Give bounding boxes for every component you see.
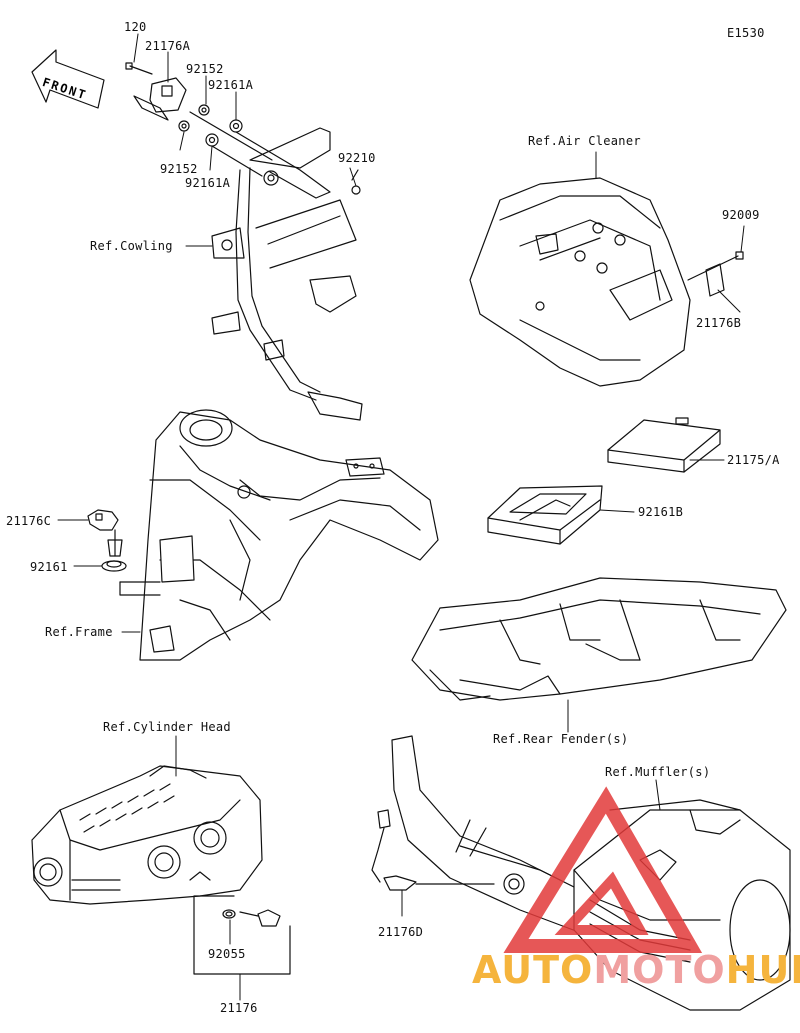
label-92210: 92210 — [338, 151, 376, 165]
ecu-unit — [607, 417, 721, 473]
label-92161a-bottom: 92161A — [185, 176, 231, 190]
label-92161a-top: 92161A — [208, 78, 254, 92]
label-92152-bottom: 92152 — [160, 162, 198, 176]
label-92055: 92055 — [208, 947, 246, 961]
o2-sensor-21176d — [371, 809, 495, 891]
label-21176b: 21176B — [696, 316, 742, 330]
label-21176a: 21176A — [145, 39, 191, 53]
label-ref-air-cleaner: Ref.Air Cleaner — [528, 134, 641, 148]
watermark-logo — [503, 786, 703, 953]
label-92009: 92009 — [722, 208, 760, 222]
label-21176c: 21176C — [6, 514, 52, 528]
diagram-code: E1530 — [727, 26, 765, 40]
rear-fender — [411, 577, 787, 701]
label-ref-cowling: Ref.Cowling — [90, 239, 173, 253]
label-21176d: 21176D — [378, 925, 424, 939]
label-92161: 92161 — [30, 560, 68, 574]
cylinder-head — [31, 765, 263, 905]
ecu-rubber-holder — [487, 485, 603, 545]
exhaust-pipe — [391, 735, 601, 941]
main-frame — [119, 409, 439, 661]
watermark-part-auto: AUTO — [472, 948, 594, 992]
sensor-21176 — [193, 895, 291, 975]
label-21176: 21176 — [220, 1001, 258, 1015]
label-92161b: 92161B — [638, 505, 684, 519]
leader-lines — [57, 33, 745, 1001]
sensor-21176c — [87, 509, 127, 572]
watermark-text: AUTOMOTOHUB — [472, 948, 800, 992]
label-ref-cylinder-head: Ref.Cylinder Head — [103, 720, 231, 734]
watermark-part-moto: MOTO — [593, 948, 726, 992]
watermark-part-hub: HUB — [725, 948, 800, 992]
label-120: 120 — [124, 20, 147, 34]
label-21175a: 21175/A — [727, 453, 780, 467]
label-ref-muffler: Ref.Muffler(s) — [605, 765, 711, 779]
label-ref-rear-fender: Ref.Rear Fender(s) — [493, 732, 629, 746]
label-92152-top: 92152 — [186, 62, 224, 76]
label-ref-frame: Ref.Frame — [45, 625, 113, 639]
cowling-bracket — [125, 62, 363, 421]
front-arrow-icon — [31, 49, 105, 109]
air-cleaner-housing — [469, 177, 744, 387]
